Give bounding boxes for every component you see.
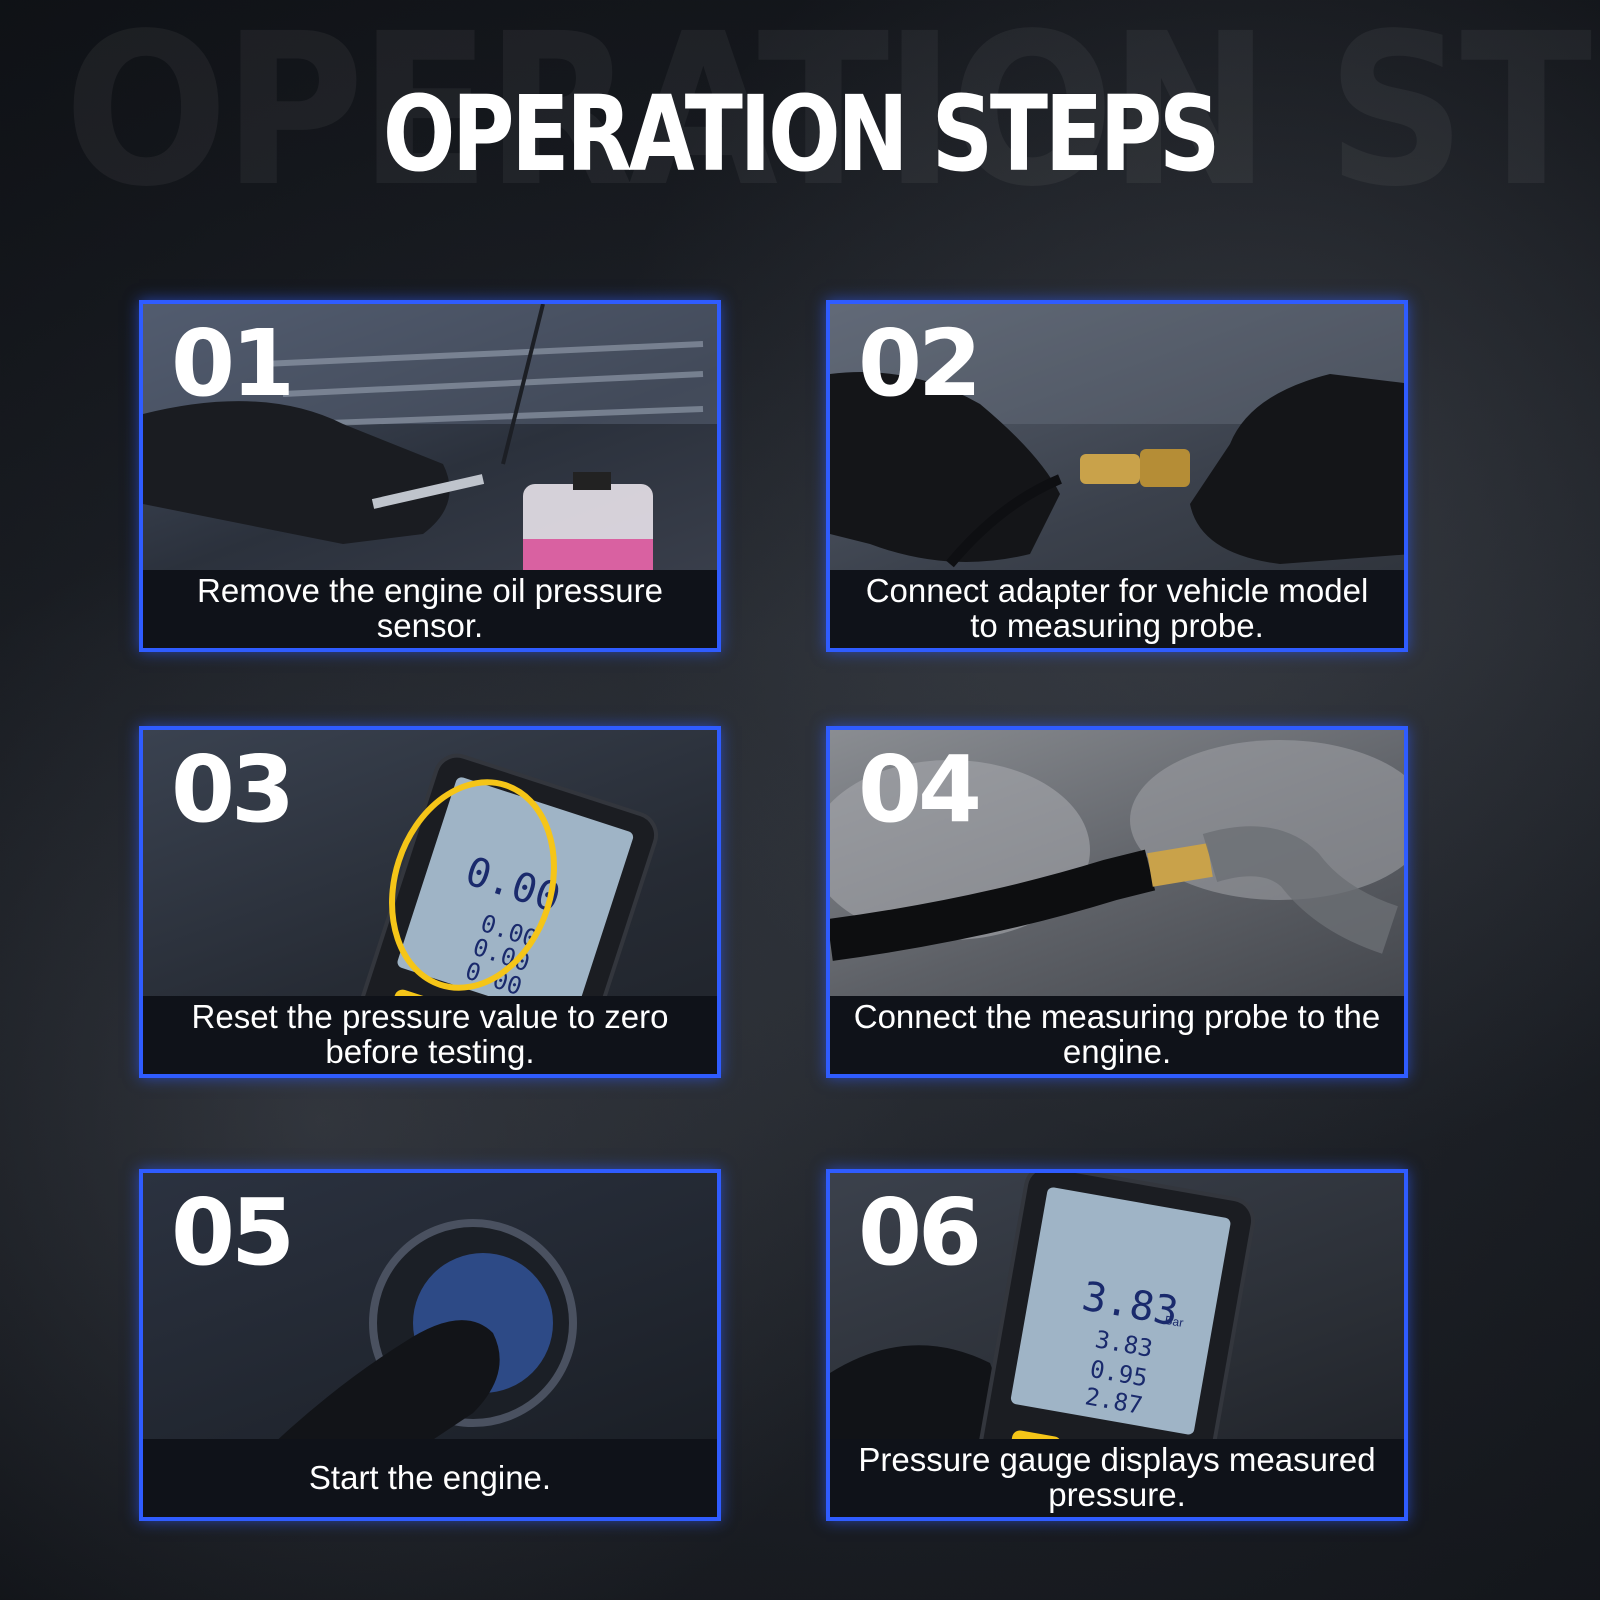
step-card-05: 05 Start the engine. [139, 1169, 721, 1521]
step-caption: Pressure gauge displays measured pressur… [830, 1439, 1404, 1517]
step-number: 06 [858, 1179, 982, 1286]
step-caption: Start the engine. [143, 1439, 717, 1517]
step-card-01: 01 Remove the engine oil pressure sensor… [139, 300, 721, 652]
step-card-04: 04 Connect the measuring probe to the en… [826, 726, 1408, 1078]
step-number: 04 [858, 736, 982, 843]
step-number: 05 [171, 1179, 295, 1286]
step-caption: Connect the measuring probe to the engin… [830, 996, 1404, 1074]
watermark-text: OPERATION STEPS [64, 0, 1600, 233]
step-number: 01 [171, 310, 295, 417]
step-card-02: 02 Connect adapter for vehicle model to … [826, 300, 1408, 652]
step-card-03: 0.00 0.00 0.00 0.00 03 Reset the pressur… [139, 726, 721, 1078]
step-caption: Remove the engine oil pressure sensor. [143, 570, 717, 648]
gauge-unit: Bar [1164, 1313, 1185, 1330]
step-caption: Reset the pressure value to zero before … [143, 996, 717, 1074]
page-title: OPERATION STEPS [382, 73, 1221, 195]
step-card-06: 3.83 Bar 3.83 0.95 2.87 06 Pressure gaug… [826, 1169, 1408, 1521]
step-caption: Connect adapter for vehicle model to mea… [830, 570, 1404, 648]
step-number: 02 [858, 310, 982, 417]
step-number: 03 [171, 736, 295, 843]
